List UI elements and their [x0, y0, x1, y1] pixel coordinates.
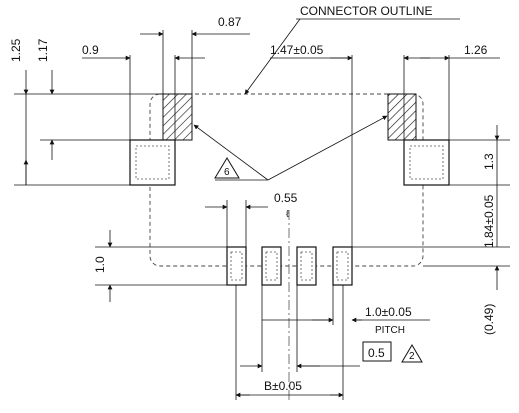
dim-1-47: 1.47±0.05 — [270, 43, 324, 57]
svg-text:2: 2 — [409, 351, 415, 362]
svg-text:1.3: 1.3 — [482, 153, 496, 170]
pad-right-large — [403, 139, 450, 186]
dim-0-87: 0.87 — [218, 15, 242, 29]
svg-text:1.25: 1.25 — [9, 38, 23, 62]
dim-1-17: 1.17 — [36, 38, 50, 62]
svg-text:1.17: 1.17 — [36, 38, 50, 62]
signal-pad-2 — [261, 246, 282, 286]
centerline-symbol: ℓ — [286, 209, 290, 220]
note-triangle-2: 2 — [401, 344, 423, 363]
dim-pitch-value: 1.0±0.05 — [365, 305, 412, 319]
dim-0-55: 0.55 — [274, 191, 298, 205]
dim-1-25: 1.25 — [9, 38, 23, 62]
dim-0-9: 0.9 — [82, 43, 99, 57]
pitch-label: PITCH — [375, 325, 405, 336]
leader-line-left — [193, 124, 269, 181]
connector-outline-label: CONNECTOR OUTLINE — [300, 4, 432, 18]
dim-b: B±0.05 — [264, 379, 302, 393]
svg-text:(0.49): (0.49) — [482, 304, 496, 335]
connector-outline-leader — [244, 18, 301, 95]
svg-text:6: 6 — [224, 167, 230, 178]
svg-text:1.0: 1.0 — [93, 256, 107, 273]
pad-left-large — [129, 139, 176, 186]
dim-1-0: 1.0 — [93, 256, 107, 273]
svg-text:0.5: 0.5 — [368, 346, 385, 360]
dim-1-84: 1.84±0.05 — [482, 194, 496, 248]
dim-0-49: (0.49) — [482, 304, 496, 335]
leader-line-right — [267, 115, 388, 181]
signal-pad-3 — [296, 246, 317, 286]
dim-0-5-box: 0.5 — [362, 341, 392, 362]
dim-1-26: 1.26 — [464, 43, 488, 57]
dim-1-3: 1.3 — [482, 153, 496, 170]
signal-pad-4 — [332, 246, 353, 286]
hatched-area-right — [387, 93, 417, 141]
note-triangle-6: 6 — [214, 157, 240, 179]
svg-text:1.84±0.05: 1.84±0.05 — [482, 194, 496, 248]
signal-pad-1 — [226, 246, 247, 286]
hatched-area-left — [162, 93, 193, 141]
